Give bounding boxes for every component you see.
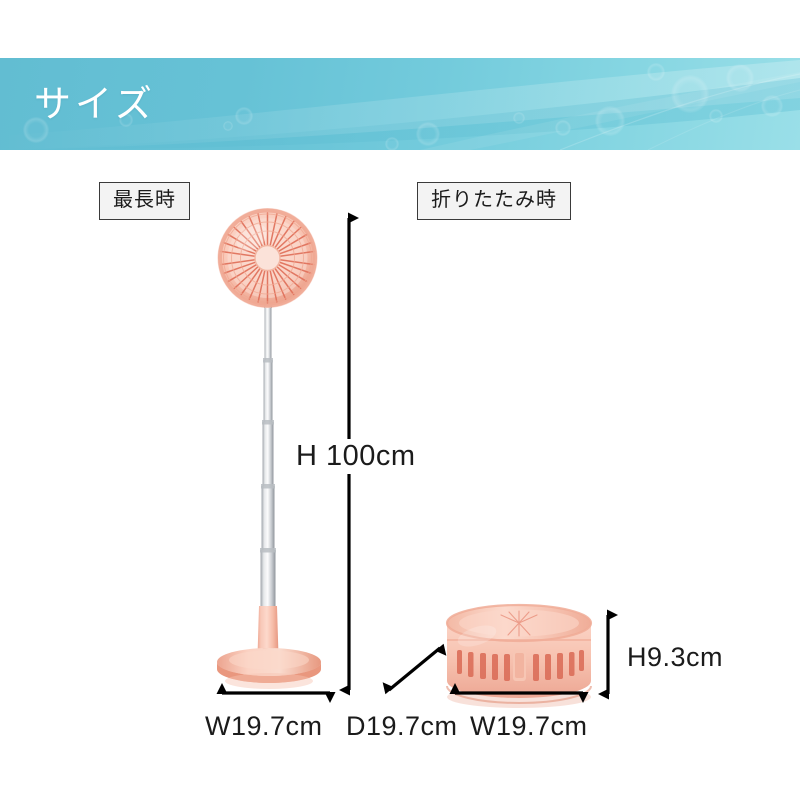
base-joint <box>257 606 279 672</box>
page-title: サイズ <box>34 83 156 125</box>
fan-grille <box>219 212 316 304</box>
fan-hub <box>255 245 280 271</box>
telescopic-pole <box>260 300 276 612</box>
label-depth-folded: D19.7cm <box>346 711 458 741</box>
fan-head <box>217 208 318 308</box>
folded-vents <box>457 650 584 681</box>
fan-folded <box>445 603 593 708</box>
caption-extended: 最長時 <box>99 182 190 220</box>
arrow-depth-folded <box>382 643 447 695</box>
fan-base <box>217 648 321 689</box>
caption-folded: 折りたたみ時 <box>417 182 571 220</box>
label-height-folded: H9.3cm <box>627 642 724 672</box>
label-height-extended: H 100cm <box>291 439 421 474</box>
label-width-folded: W19.7cm <box>470 711 588 741</box>
folded-top-grille <box>500 610 538 637</box>
banner-decoration <box>0 60 800 150</box>
header-banner: サイズ <box>0 58 800 150</box>
label-width-base: W19.7cm <box>205 711 323 741</box>
